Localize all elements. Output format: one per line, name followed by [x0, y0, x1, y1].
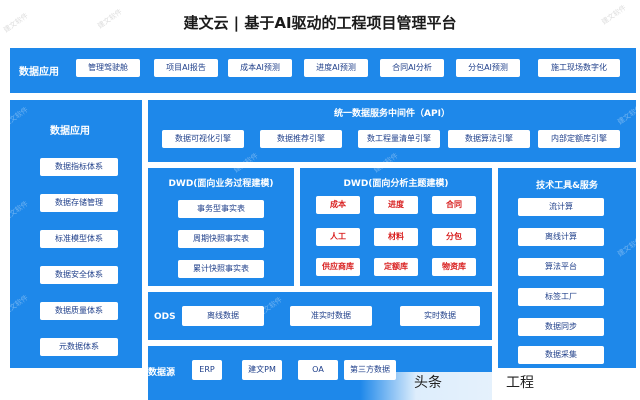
- dwd-analysis-subcontract[interactable]: 分包: [432, 228, 476, 246]
- top-item-cost-ai[interactable]: 成本AI预测: [228, 59, 292, 77]
- top-item-site-digital[interactable]: 施工现场数字化: [538, 59, 620, 77]
- api-item-quota-library[interactable]: 内部定额库引擎: [538, 130, 620, 148]
- data-source-label: 数据源: [148, 368, 176, 378]
- source-item-erp[interactable]: ERP: [192, 360, 222, 380]
- top-bar-label: 数据应用: [19, 67, 59, 78]
- dwd-analysis-labor[interactable]: 人工: [316, 228, 360, 246]
- dwd-analysis-progress[interactable]: 进度: [374, 196, 418, 214]
- top-item-subcontract-ai[interactable]: 分包AI预测: [456, 59, 520, 77]
- dwd-business-panel: DWD(面向业务过程建模) 事务型事实表 周期快照事实表 累计快照事实表: [148, 168, 294, 286]
- tech-item-algorithm-platform[interactable]: 算法平台: [518, 258, 604, 276]
- dwd-analysis-cost[interactable]: 成本: [316, 196, 360, 214]
- left-item-storage-mgmt[interactable]: 数据存储管理: [40, 194, 118, 212]
- api-item-algorithm[interactable]: 数据算法引擎: [448, 130, 530, 148]
- dwd-analysis-label: DWD(面向分析主题建模): [343, 179, 449, 189]
- api-item-visualization[interactable]: 数据可视化引擎: [162, 130, 244, 148]
- left-item-quality[interactable]: 数据质量体系: [40, 302, 118, 320]
- left-item-standard-model[interactable]: 标准模型体系: [40, 230, 118, 248]
- dwd-analysis-material[interactable]: 材料: [374, 228, 418, 246]
- api-item-bill-of-quantities[interactable]: 数工程量清单引擎: [358, 130, 440, 148]
- ods-label: ODS: [154, 312, 176, 322]
- tech-item-offline-compute[interactable]: 离线计算: [518, 228, 604, 246]
- dwd-business-transaction[interactable]: 事务型事实表: [178, 200, 264, 218]
- dwd-business-label: DWD(面向业务过程建模): [168, 179, 274, 189]
- tech-item-tag-factory[interactable]: 标签工厂: [518, 288, 604, 306]
- dwd-analysis-supplier-lib[interactable]: 供应商库: [316, 258, 360, 276]
- dwd-business-accumulate-snapshot[interactable]: 累计快照事实表: [178, 260, 264, 278]
- left-item-security[interactable]: 数据安全体系: [40, 266, 118, 284]
- dwd-analysis-goods-lib[interactable]: 物资库: [432, 258, 476, 276]
- top-item-cockpit[interactable]: 管理驾驶舱: [76, 59, 140, 77]
- api-middleware-panel: 统一数据服务中间件（API） 数据可视化引擎 数据推荐引擎 数工程量清单引擎 数…: [148, 100, 636, 162]
- top-item-contract-ai[interactable]: 合同AI分析: [380, 59, 444, 77]
- api-panel-label: 统一数据服务中间件（API）: [334, 109, 450, 119]
- tech-item-stream-compute[interactable]: 流计算: [518, 198, 604, 216]
- bottom-watermark-band: [360, 372, 640, 400]
- dwd-analysis-contract[interactable]: 合同: [432, 196, 476, 214]
- ods-item-realtime[interactable]: 实时数据: [400, 306, 480, 326]
- left-item-indicator-system[interactable]: 数据指标体系: [40, 158, 118, 176]
- source-item-jianwen-pm[interactable]: 建文PM: [242, 360, 282, 380]
- tech-tools-label: 技术工具&服务: [536, 181, 598, 191]
- tech-item-data-collection[interactable]: 数据采集: [518, 346, 604, 364]
- ods-item-near-realtime[interactable]: 准实时数据: [290, 306, 372, 326]
- ods-panel: ODS 离线数据 准实时数据 实时数据: [148, 292, 492, 340]
- left-data-app-panel: 数据应用 数据指标体系 数据存储管理 标准模型体系 数据安全体系 数据质量体系 …: [10, 100, 142, 368]
- tech-item-data-sync[interactable]: 数据同步: [518, 318, 604, 336]
- dwd-business-periodic-snapshot[interactable]: 周期快照事实表: [178, 230, 264, 248]
- api-item-recommendation[interactable]: 数据推荐引擎: [260, 130, 342, 148]
- page-title: 建文云 | 基于AI驱动的工程项目管理平台: [183, 14, 457, 32]
- left-panel-label: 数据应用: [50, 126, 90, 137]
- source-item-oa[interactable]: OA: [298, 360, 338, 380]
- dwd-analysis-panel: DWD(面向分析主题建模) 成本 进度 合同 人工 材料 分包 供应商库 定额库…: [300, 168, 492, 286]
- left-item-metadata[interactable]: 元数据体系: [40, 338, 118, 356]
- dwd-analysis-quota-lib[interactable]: 定额库: [374, 258, 418, 276]
- top-item-project-ai-report[interactable]: 项目AI报告: [154, 59, 218, 77]
- watermark-text-right: 工程: [506, 375, 534, 391]
- tech-tools-panel: 技术工具&服务 流计算 离线计算 算法平台 标签工厂 数据同步 数据采集: [498, 168, 636, 368]
- top-item-progress-ai[interactable]: 进度AI预测: [304, 59, 368, 77]
- watermark-text-left: 头条: [414, 375, 442, 391]
- ods-item-offline[interactable]: 离线数据: [182, 306, 264, 326]
- top-data-app-bar: 数据应用 管理驾驶舱 项目AI报告 成本AI预测 进度AI预测 合同AI分析 分…: [10, 48, 636, 93]
